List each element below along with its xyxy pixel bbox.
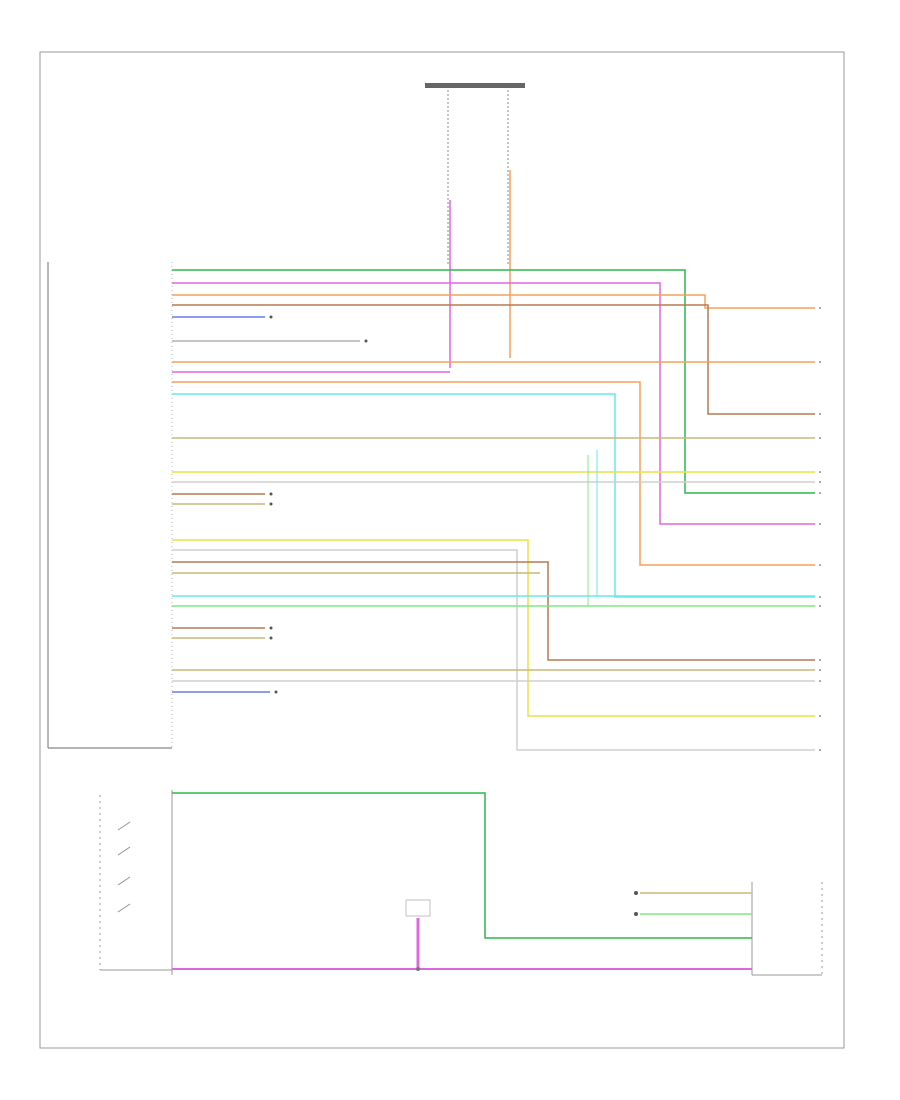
wire-yellow-2 <box>172 539 815 717</box>
bec-block <box>751 882 823 976</box>
wires <box>172 170 815 970</box>
wire-magenta-1 <box>172 282 815 525</box>
wire-cyan-1 <box>172 393 815 598</box>
wire-orange-3 <box>172 381 815 566</box>
tcm-connector <box>47 262 173 749</box>
shift-lever-block <box>99 790 173 975</box>
diagram-frame <box>39 51 845 1049</box>
wire-gray-3 <box>172 549 815 751</box>
wire-brown-3 <box>172 561 815 661</box>
right-connector-pins <box>819 307 821 751</box>
fuse-block-top <box>425 83 525 265</box>
wire-green-1 <box>172 269 815 494</box>
wire-green-bottom <box>172 792 752 939</box>
ground-symbol <box>405 899 431 971</box>
terminal-markers <box>269 315 638 916</box>
wire-orange-1 <box>172 294 815 309</box>
wire-brown-1 <box>172 304 815 415</box>
